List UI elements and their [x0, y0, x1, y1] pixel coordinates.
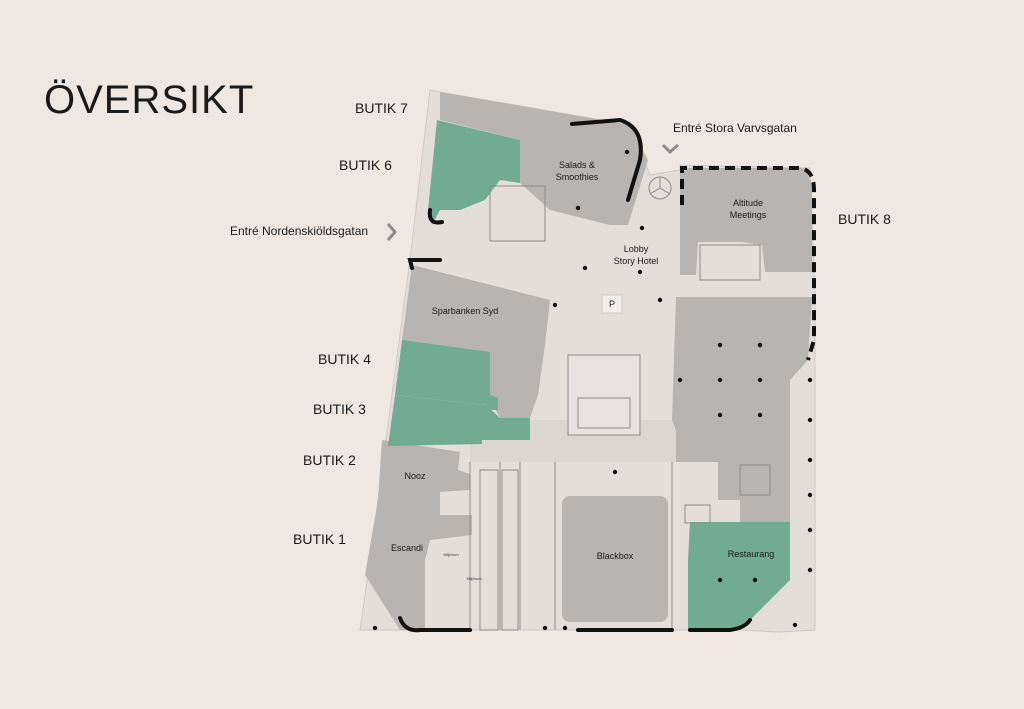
entrance-nordenskiold-label: Entré Nordenskiöldsgatan	[230, 224, 369, 238]
butik-4-unit	[395, 340, 498, 410]
tenant-areas-available	[388, 120, 790, 630]
escandi-label: Escandi	[391, 543, 423, 553]
lobby-label-line2: Story Hotel	[614, 256, 659, 266]
butik-7-label: BUTIK 7	[355, 100, 408, 116]
entrance-varvsgatan-label: Entré Stora Varvsgatan	[673, 121, 797, 135]
altitude-label-line1: Altitude	[733, 198, 763, 208]
entrance-varvsgatan-arrow	[661, 143, 679, 155]
butik-4-label: BUTIK 4	[318, 351, 371, 367]
structure-columns	[372, 149, 813, 631]
restaurang-unit	[688, 522, 790, 630]
parking-label: P	[609, 299, 615, 309]
blackbox-room	[562, 496, 668, 622]
page-title: ÖVERSIKT	[44, 78, 255, 122]
tenant-areas-occupied	[365, 92, 812, 630]
outer-walls	[398, 117, 752, 633]
revolving-door-icon	[648, 176, 672, 200]
salads-label-line1: Salads &	[559, 160, 595, 170]
entrance-markers	[386, 143, 679, 241]
miljorum-label-1: Miljörum	[443, 552, 459, 557]
butik-3-unit	[388, 395, 530, 446]
lobby-label-line1: Lobby	[624, 244, 649, 254]
dashed-walls	[680, 166, 816, 361]
butik-6-unit	[428, 120, 520, 225]
blackbox-label: Blackbox	[597, 551, 634, 561]
butik-2-label: BUTIK 2	[303, 452, 356, 468]
butik-8-label: BUTIK 8	[838, 211, 891, 227]
butik-6-label: BUTIK 6	[339, 157, 392, 173]
inner-structures	[469, 185, 771, 631]
parking-box	[601, 294, 623, 314]
butik-3-label: BUTIK 3	[313, 401, 366, 417]
restaurang-label: Restaurang	[728, 549, 775, 559]
room-labels: Salads & Smoothies Altitude Meetings Lob…	[391, 160, 774, 581]
altitude-label-line2: Meetings	[730, 210, 767, 220]
entrance-nordenskiold-arrow	[386, 223, 397, 241]
salads-label-line2: Smoothies	[556, 172, 599, 182]
miljorum-label-2: Miljörum	[466, 576, 482, 581]
sparbanken-label: Sparbanken Syd	[432, 306, 499, 316]
nooz-label: Nooz	[404, 471, 426, 481]
butik-1-label: BUTIK 1	[293, 531, 346, 547]
